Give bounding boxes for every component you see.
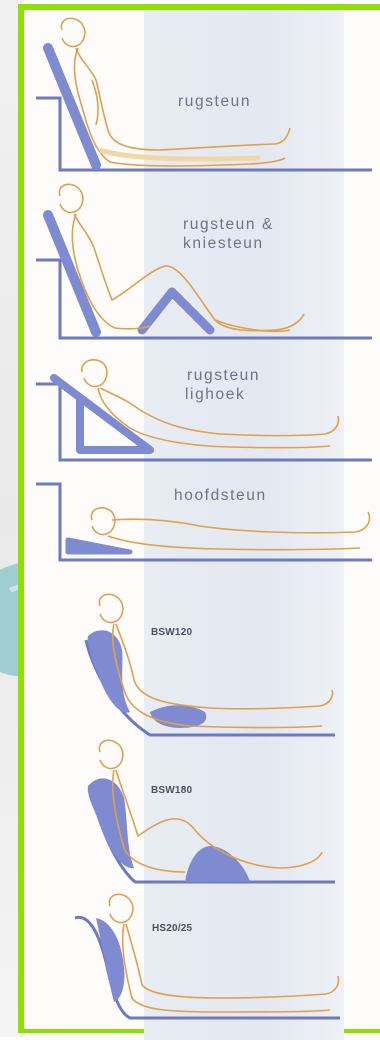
panel-rugsteun-kniesteun (36, 184, 372, 338)
label-line: rugsteun & (183, 215, 274, 234)
panel-bsw180 (88, 740, 335, 882)
label-rugsteun-lighoek: rugsteun lighoek (187, 366, 260, 404)
label-line: BSW120 (151, 627, 192, 638)
panel-hs20-25 (75, 894, 340, 1018)
person-cushion-3 (109, 894, 338, 1012)
label-hs20-25: HS20/25 (152, 923, 192, 934)
label-line: kniesteun (183, 234, 274, 253)
person-lying (91, 508, 369, 550)
label-line: hoofdsteun (174, 487, 267, 504)
label-line: lighoek (185, 385, 260, 404)
person-reclined-1 (61, 18, 290, 166)
person-reclined-2 (59, 184, 304, 331)
label-bsw120: BSW120 (151, 627, 192, 638)
label-rugsteun: rugsteun (178, 92, 251, 111)
person-cushion-1 (99, 594, 332, 727)
label-line: rugsteun (178, 93, 251, 110)
label-hoofdsteun: hoofdsteun (174, 486, 267, 505)
label-line: rugsteun (187, 366, 260, 385)
label-bsw180: BSW180 (151, 785, 192, 796)
label-line: HS20/25 (152, 923, 192, 934)
label-rugsteun-kniesteun: rugsteun & kniesteun (183, 215, 274, 253)
label-line: BSW180 (151, 785, 192, 796)
panel-bsw120 (86, 594, 335, 735)
